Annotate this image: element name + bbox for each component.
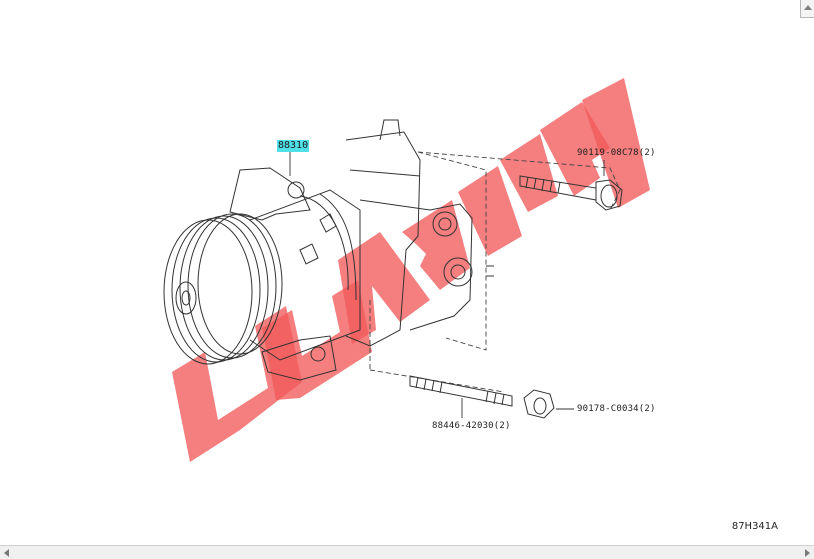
- clutch-pulley: [163, 219, 253, 365]
- part-label-bolt[interactable]: 90119-08C78(2): [577, 148, 656, 158]
- parts-diagram: [163, 78, 650, 462]
- stud-bolt: [409, 375, 513, 407]
- arrow-left-icon[interactable]: [4, 549, 9, 557]
- arrow-right-icon[interactable]: [805, 549, 810, 557]
- part-label-stud[interactable]: 88446-42030(2): [432, 421, 511, 431]
- watermark-logo: [172, 78, 650, 462]
- scroll-up-button[interactable]: [800, 0, 814, 18]
- part-label-nut[interactable]: 90178-C0034(2): [577, 404, 656, 414]
- nut: [523, 389, 555, 419]
- arrow-up-icon: [804, 5, 812, 10]
- figure-code: 87H341A: [731, 521, 778, 532]
- leader-lines: [289, 152, 605, 418]
- horizontal-scrollbar[interactable]: [0, 545, 814, 559]
- bolt-top: [519, 175, 623, 211]
- main-part-number-label[interactable]: 88310: [277, 140, 310, 152]
- compressor-body: [163, 119, 494, 381]
